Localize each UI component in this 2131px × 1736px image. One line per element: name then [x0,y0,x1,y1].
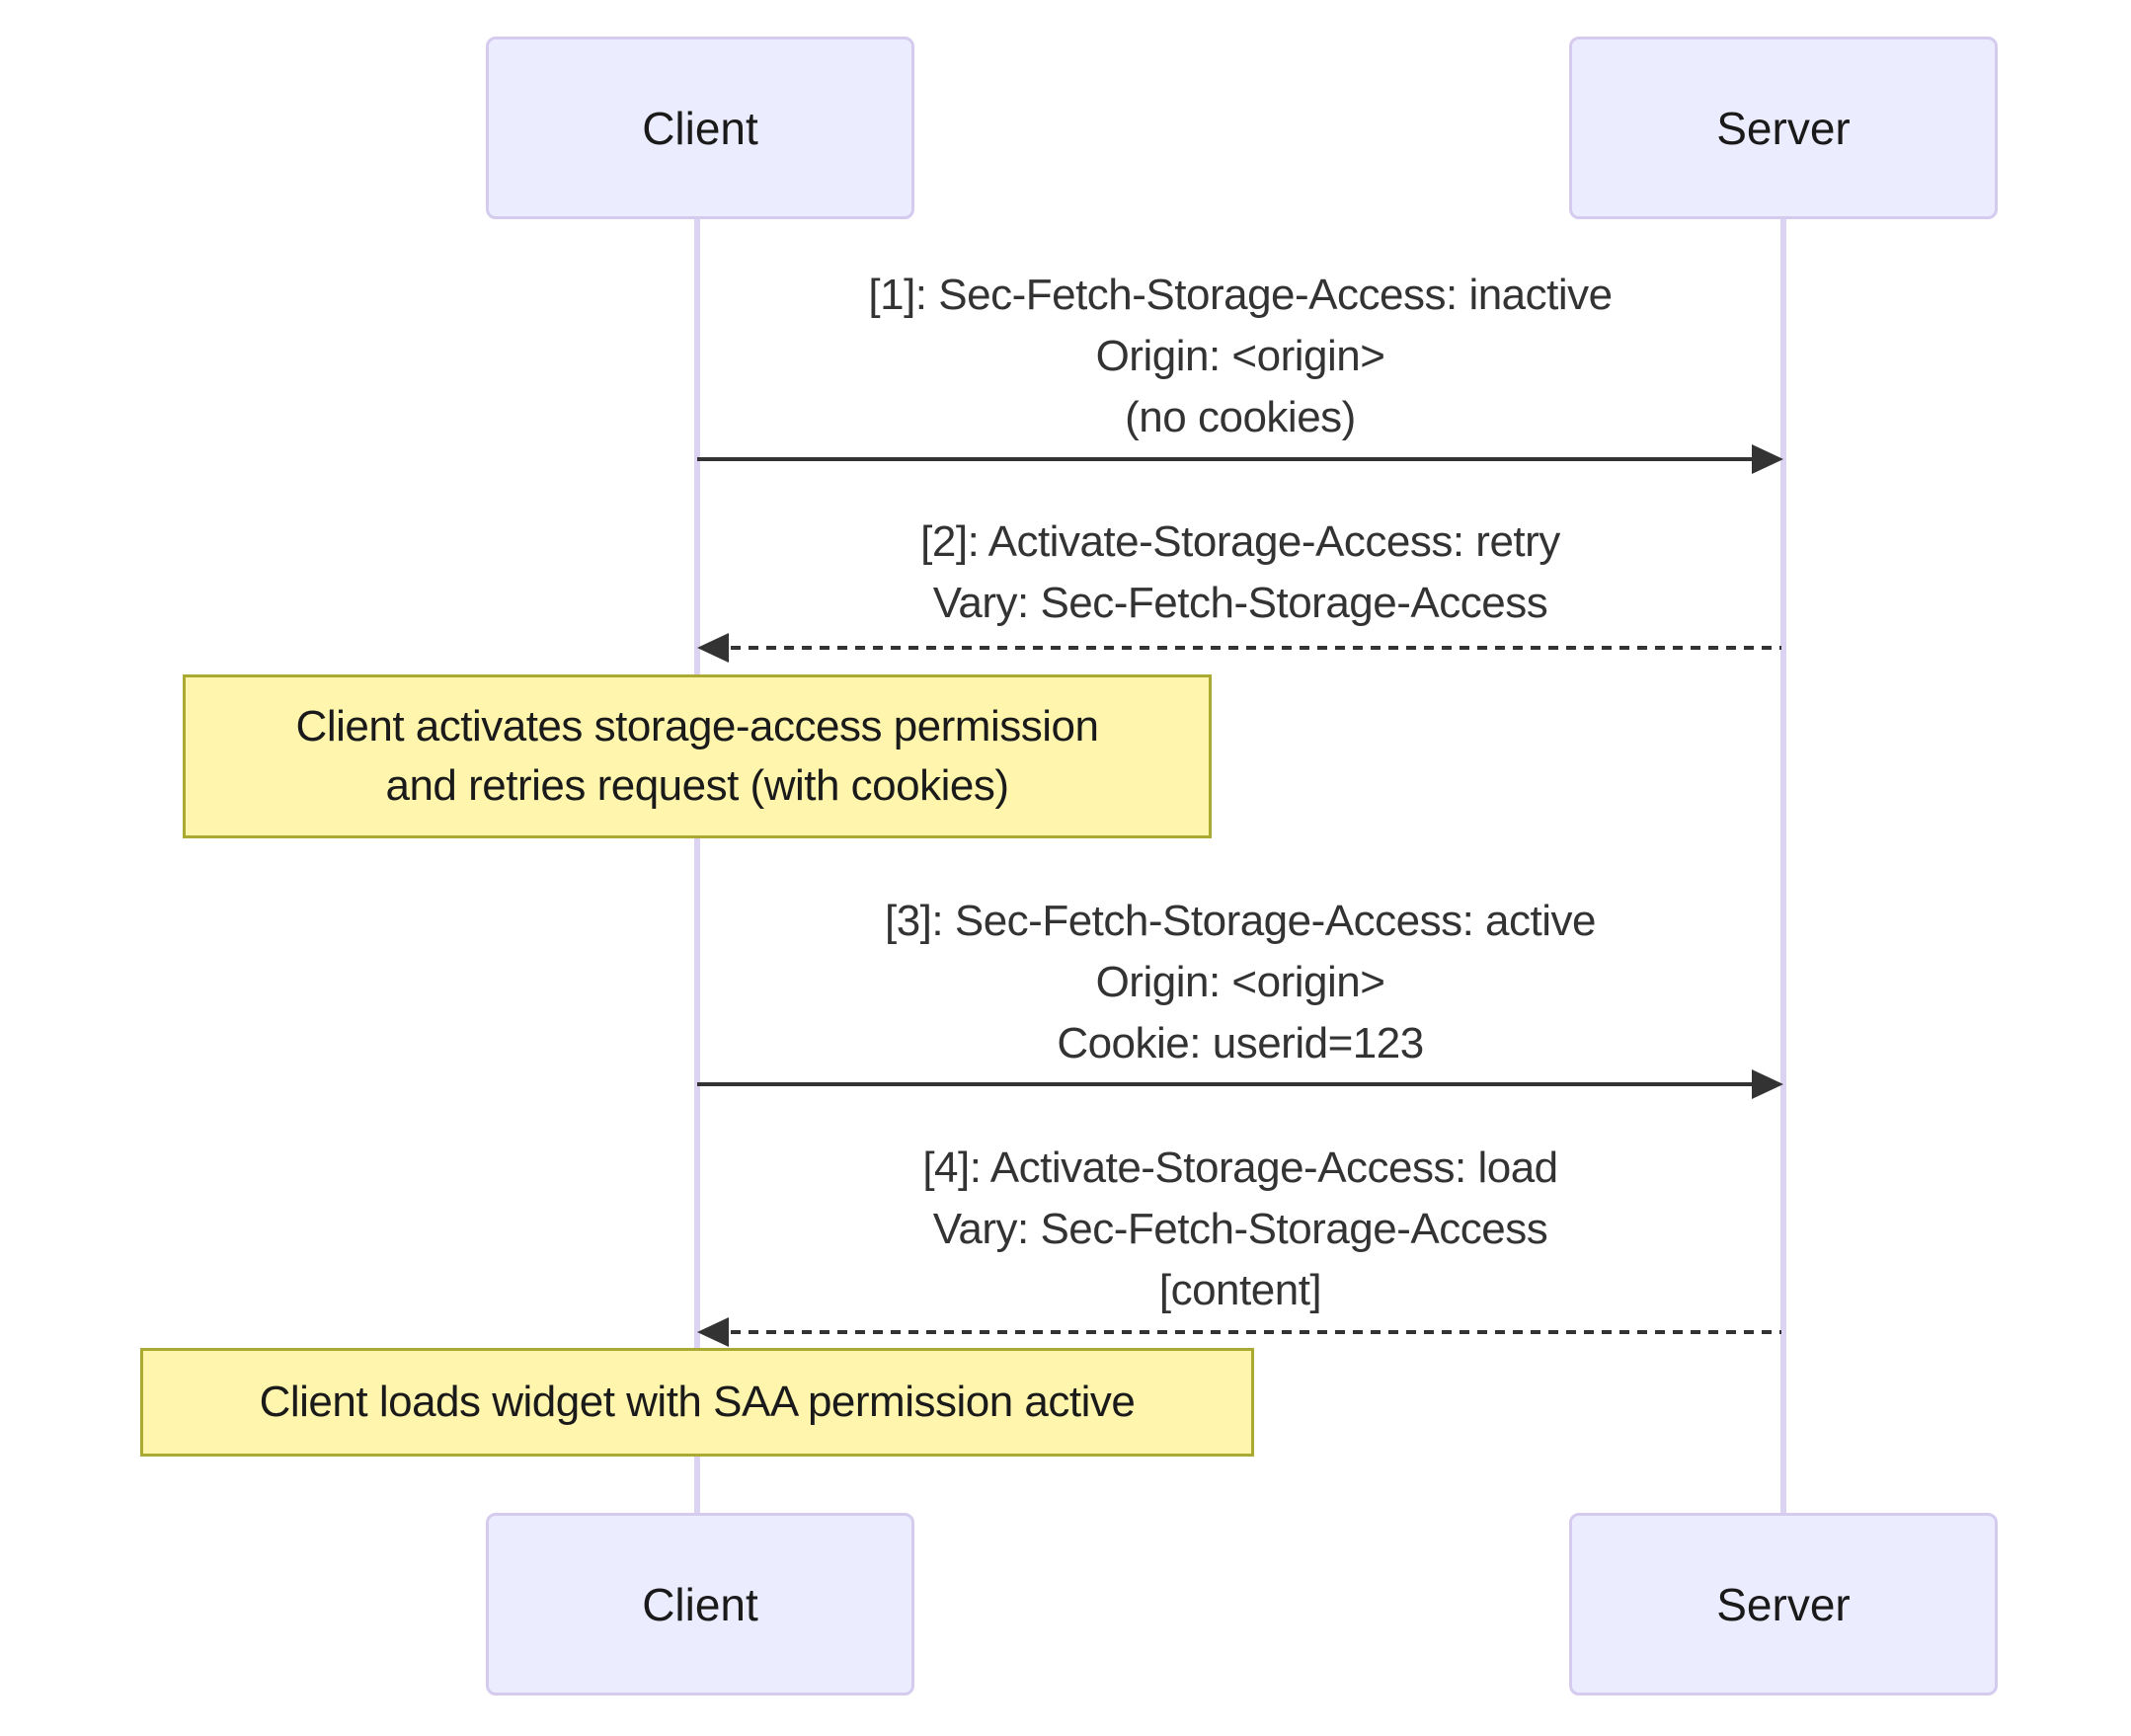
actor-client-bottom-label: Client [642,1578,758,1630]
actor-client-top-label: Client [642,102,758,154]
arrowhead-left-icon [697,1317,729,1347]
solid-line [697,1082,1776,1086]
arrowhead-right-icon [1752,444,1783,474]
message-1-line-3: (no cookies) [1125,393,1356,441]
note-activate-and-retry: Client activates storage-access permissi… [183,674,1212,838]
message-2-arrow [697,633,1783,663]
note-1-line-1: Client activates storage-access permissi… [295,702,1099,750]
note-1-line-2: and retries request (with cookies) [385,761,1009,810]
solid-line [697,457,1776,461]
message-4-arrow [697,1317,1783,1347]
actor-server-bottom-label: Server [1716,1578,1851,1630]
note-load-widget: Client loads widget with SAA permission … [140,1348,1254,1457]
message-3-text: [3]: Sec-Fetch-Storage-Access: active Or… [697,891,1783,1074]
message-3-line-2: Origin: <origin> [1095,958,1385,1006]
actor-server-bottom: Server [1569,1513,1998,1696]
message-1-line-1: [1]: Sec-Fetch-Storage-Access: inactive [868,271,1613,319]
lifeline-client [694,219,700,1513]
message-3-line-3: Cookie: userid=123 [1057,1019,1424,1067]
message-1-arrow [697,444,1783,474]
message-2-line-2: Vary: Sec-Fetch-Storage-Access [932,579,1548,627]
dashed-line [731,1330,1781,1334]
lifeline-server [1780,219,1786,1513]
actor-client-bottom: Client [486,1513,914,1696]
message-4-text: [4]: Activate-Storage-Access: load Vary:… [697,1138,1783,1321]
note-2-line-1: Client loads widget with SAA permission … [259,1378,1136,1426]
actor-client-top: Client [486,37,914,219]
actor-server-top-label: Server [1716,102,1851,154]
message-4-line-3: [content] [1158,1266,1322,1314]
arrowhead-right-icon [1752,1069,1783,1099]
message-3-arrow [697,1069,1783,1099]
actor-server-top: Server [1569,37,1998,219]
dashed-line [731,646,1781,650]
message-1-line-2: Origin: <origin> [1095,332,1385,380]
message-3-line-1: [3]: Sec-Fetch-Storage-Access: active [884,897,1597,945]
message-4-line-2: Vary: Sec-Fetch-Storage-Access [932,1205,1548,1253]
message-2-text: [2]: Activate-Storage-Access: retry Vary… [697,512,1783,634]
arrowhead-left-icon [697,633,729,663]
message-1-text: [1]: Sec-Fetch-Storage-Access: inactive … [697,265,1783,448]
message-2-line-1: [2]: Activate-Storage-Access: retry [920,517,1560,566]
message-4-line-1: [4]: Activate-Storage-Access: load [922,1144,1558,1192]
